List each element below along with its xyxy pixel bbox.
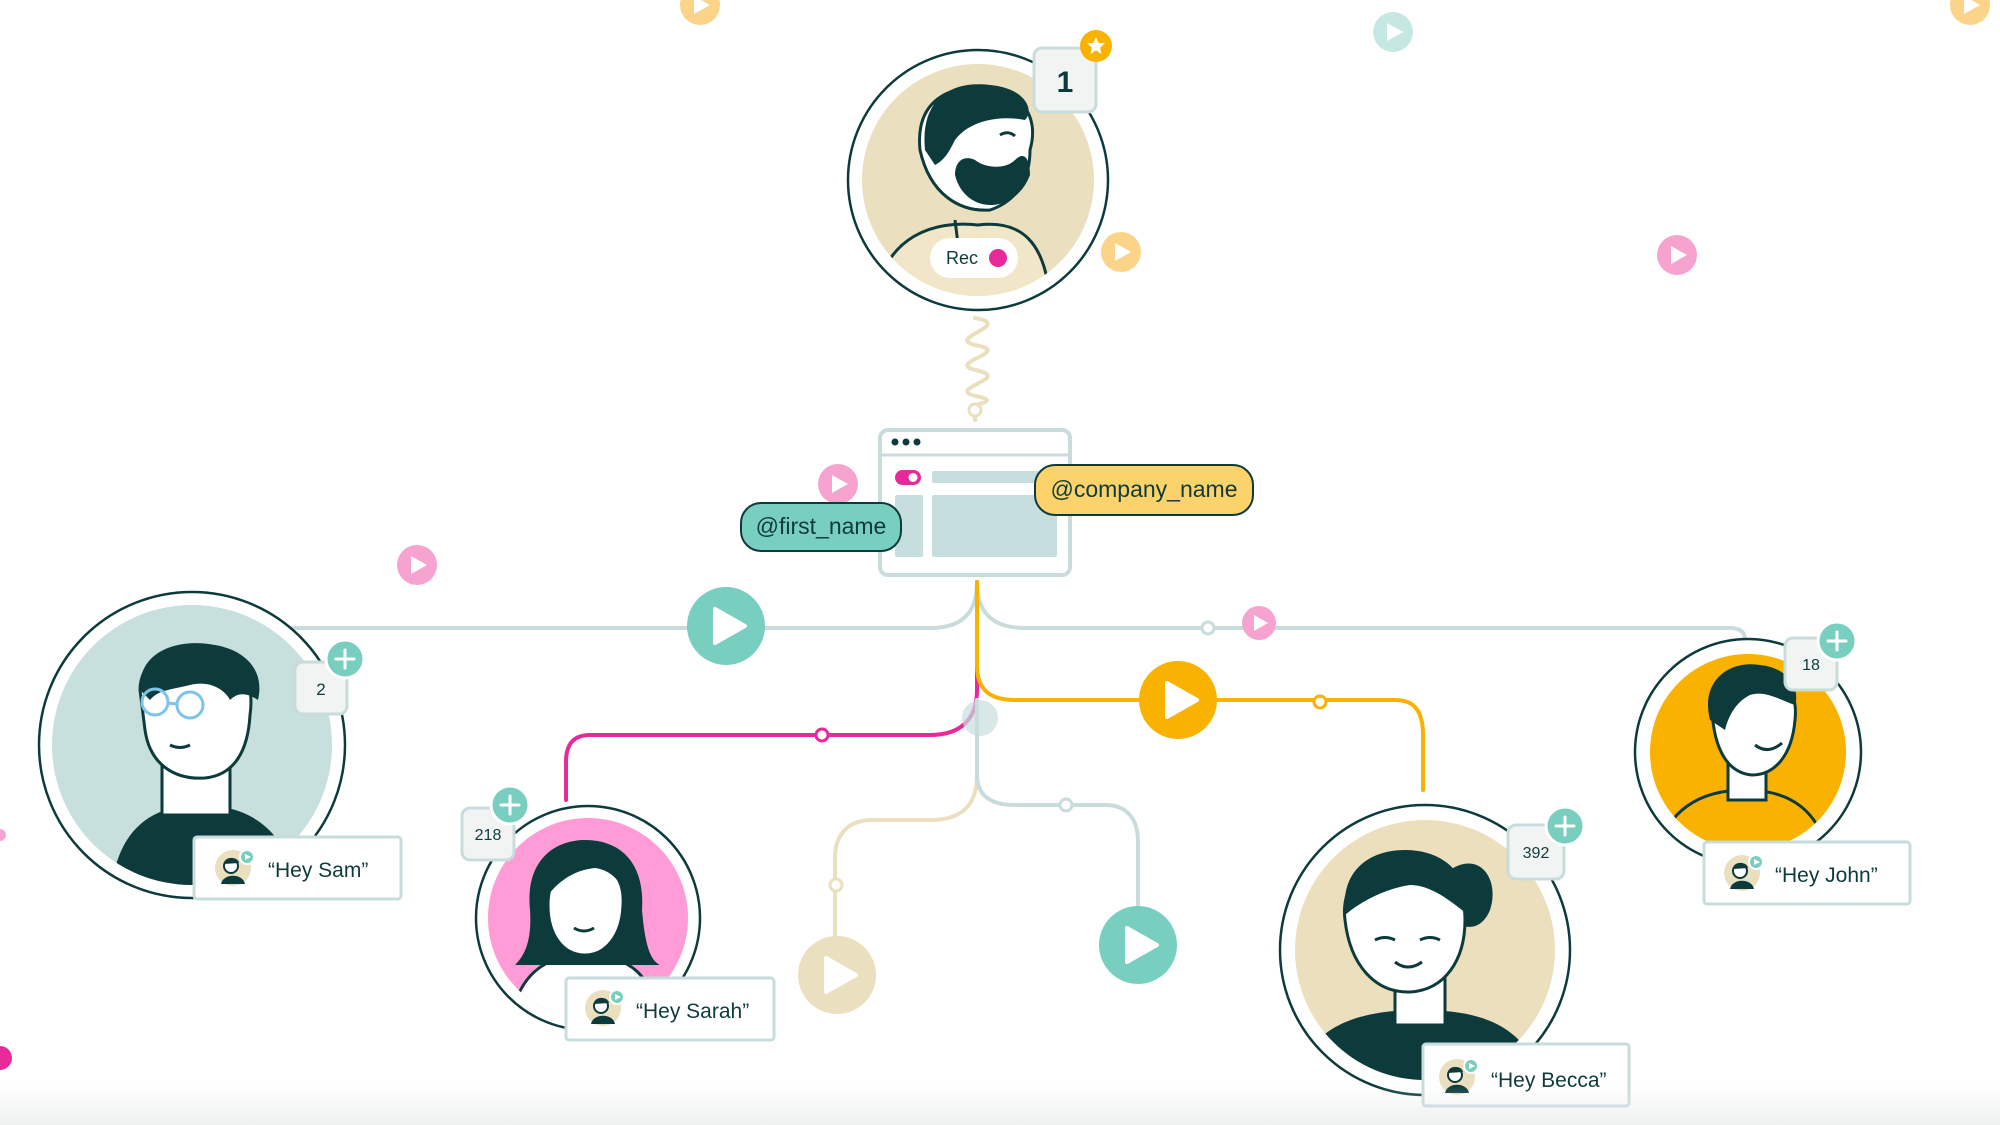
play-icon (680, 0, 720, 25)
connector-node (816, 729, 828, 741)
recipient-sarah-greeting-card[interactable]: “Hey Sarah” (566, 978, 774, 1040)
play-button-tan[interactable] (798, 936, 876, 1014)
play-button-teal[interactable] (1099, 906, 1177, 984)
edge-dot (0, 1046, 12, 1070)
sender-count: 1 (1057, 66, 1074, 99)
greeting-label: “Hey Sam” (268, 859, 368, 882)
recipient-count: 2 (316, 680, 325, 699)
connector-node (1060, 799, 1072, 811)
add-sarah-button[interactable] (491, 786, 529, 824)
record-dot-icon (989, 249, 1007, 267)
play-icon (397, 545, 437, 585)
connector-node (1314, 696, 1326, 708)
window-dots-icon (892, 439, 921, 446)
company-name-tag: @company_name (1035, 465, 1253, 515)
edge-dot (0, 829, 6, 841)
first-name-tag: @first_name (741, 503, 901, 551)
play-button-teal-large[interactable] (687, 587, 765, 665)
connector-node (830, 879, 842, 891)
play-icon (1242, 606, 1276, 640)
greeting-label: “Hey John” (1775, 864, 1878, 887)
recipient-count: 18 (1802, 657, 1820, 674)
greeting-label: “Hey Sarah” (636, 1000, 749, 1023)
sender-count-badge: 1 (1034, 30, 1112, 112)
play-button-yellow[interactable] (1139, 661, 1217, 739)
connector-junction (962, 700, 998, 736)
rec-badge[interactable]: Rec (930, 238, 1018, 278)
recipient-john-greeting-card[interactable]: “Hey John” (1704, 842, 1910, 904)
add-john-button[interactable] (1818, 622, 1856, 660)
connector-sarah (566, 582, 977, 800)
connector-john (977, 582, 1745, 640)
add-sam-button[interactable] (326, 640, 364, 678)
rec-label: Rec (946, 248, 978, 268)
connector-node (969, 404, 981, 416)
bottom-fade (0, 1085, 2000, 1125)
play-icon (1373, 12, 1413, 52)
play-icon (818, 464, 858, 504)
play-icon (610, 990, 624, 1004)
recipient-count: 218 (475, 827, 502, 844)
connector-teal (977, 700, 1138, 905)
play-icon (1657, 235, 1697, 275)
play-icon (1464, 1059, 1478, 1073)
first-name-tag-label: @first_name (756, 513, 887, 539)
recipient-count: 392 (1523, 845, 1550, 862)
company-name-tag-label: @company_name (1051, 476, 1238, 502)
connector-node (1202, 622, 1214, 634)
add-becca-button[interactable] (1546, 807, 1584, 845)
toggle-icon (895, 470, 921, 485)
play-icon (1749, 855, 1763, 869)
play-icon (240, 850, 254, 864)
play-icon (1101, 232, 1141, 272)
recipient-sam-greeting-card[interactable]: “Hey Sam” (194, 837, 401, 899)
connector-sam (270, 582, 977, 628)
play-icon (1950, 0, 1990, 25)
star-icon (1080, 30, 1112, 62)
